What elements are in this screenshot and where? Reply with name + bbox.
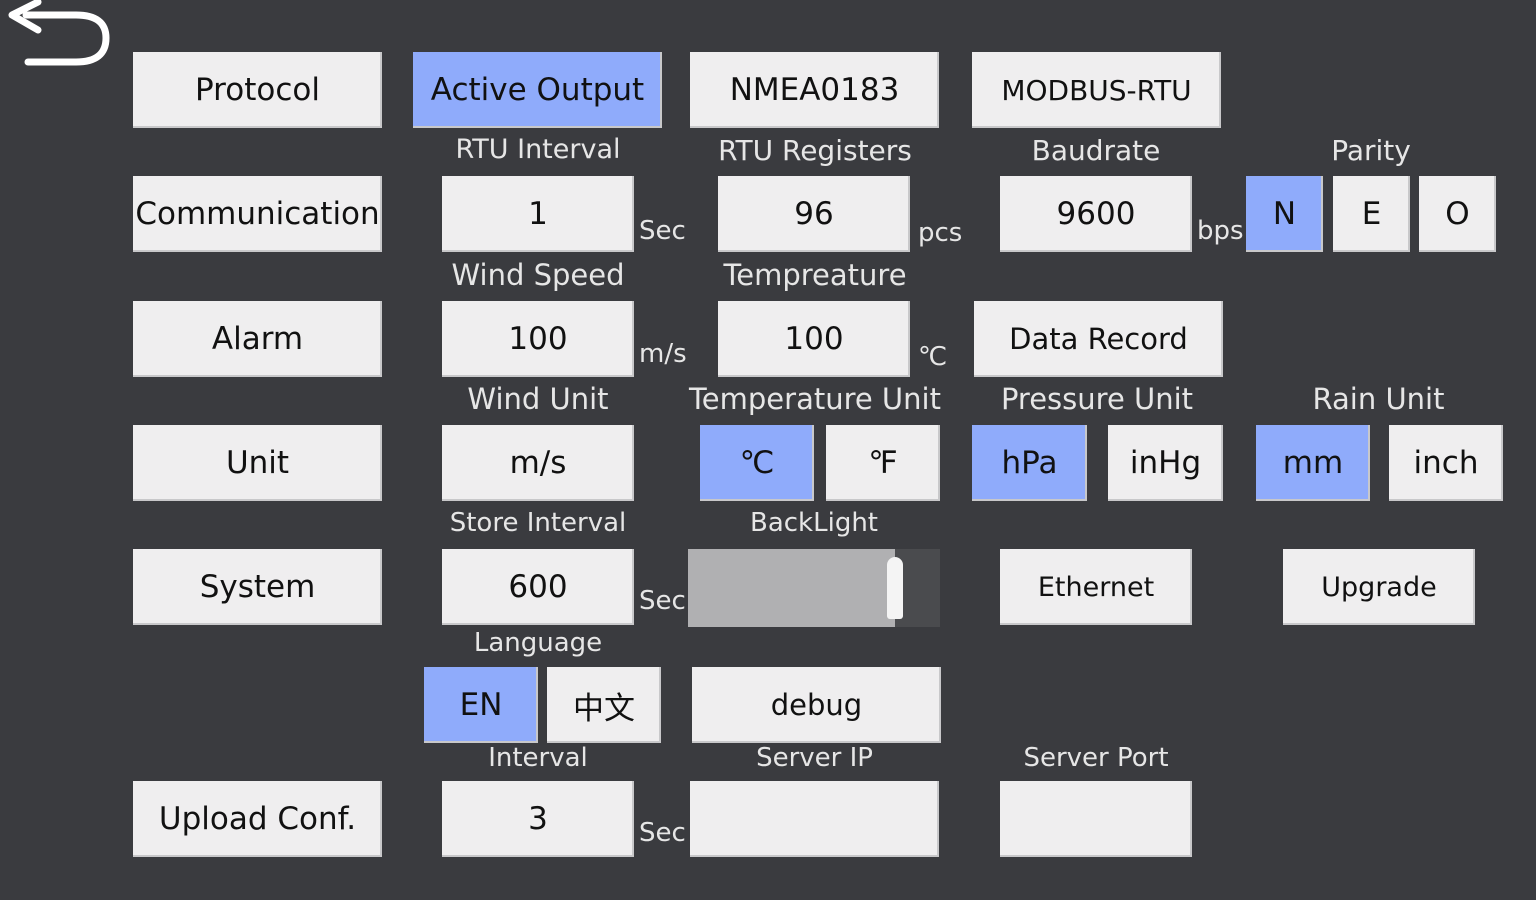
parity-label: Parity (1331, 134, 1411, 167)
wind-unit-label: Wind Unit (467, 382, 609, 416)
rtu-registers-unit: pcs (918, 218, 963, 248)
language-zh-button[interactable]: 中文 (547, 667, 661, 743)
backlight-thumb[interactable] (887, 557, 903, 619)
backlight-label: BackLight (749, 508, 878, 538)
communication-button[interactable]: Communication (133, 176, 382, 252)
wind-speed-input[interactable]: 100 (442, 301, 634, 377)
temperature-label: Tempreature (723, 258, 907, 292)
parity-o-button[interactable]: O (1419, 176, 1496, 252)
celsius-button[interactable]: ℃ (700, 425, 814, 501)
language-label: Language (473, 628, 603, 658)
upload-conf-button[interactable]: Upload Conf. (133, 781, 382, 857)
wind-speed-unit: m/s (639, 339, 687, 369)
wind-unit-select[interactable]: m/s (442, 425, 634, 501)
fahrenheit-button[interactable]: ℉ (826, 425, 940, 501)
inhg-button[interactable]: inHg (1108, 425, 1223, 501)
server-port-label: Server Port (1023, 743, 1169, 773)
parity-e-button[interactable]: E (1333, 176, 1410, 252)
server-port-input[interactable] (1000, 781, 1192, 857)
temperature-input[interactable]: 100 (718, 301, 910, 377)
back-button[interactable] (6, 0, 112, 70)
interval-label: Interval (488, 743, 588, 773)
store-interval-label: Store Interval (449, 508, 627, 538)
hpa-button[interactable]: hPa (972, 425, 1087, 501)
mm-button[interactable]: mm (1256, 425, 1370, 501)
wind-speed-label: Wind Speed (451, 258, 625, 292)
interval-unit: Sec (639, 818, 686, 848)
ethernet-button[interactable]: Ethernet (1000, 549, 1192, 625)
backlight-slider[interactable] (688, 549, 940, 627)
store-interval-input[interactable]: 600 (442, 549, 634, 625)
rtu-interval-unit: Sec (639, 216, 686, 246)
rtu-registers-input[interactable]: 96 (718, 176, 910, 252)
store-interval-unit: Sec (639, 586, 686, 616)
upgrade-button[interactable]: Upgrade (1283, 549, 1475, 625)
rain-unit-label: Rain Unit (1312, 382, 1445, 416)
baudrate-unit: bps (1197, 216, 1244, 246)
rtu-registers-label: RTU Registers (718, 134, 912, 167)
temperature-unit: ℃ (918, 342, 948, 372)
modbus-rtu-button[interactable]: MODBUS-RTU (972, 52, 1221, 128)
server-ip-input[interactable] (690, 781, 939, 857)
language-en-button[interactable]: EN (424, 667, 538, 743)
baudrate-input[interactable]: 9600 (1000, 176, 1192, 252)
pressure-unit-label: Pressure Unit (1000, 382, 1194, 416)
protocol-button[interactable]: Protocol (133, 52, 382, 128)
temperature-unit-label: Temperature Unit (689, 382, 941, 416)
alarm-button[interactable]: Alarm (133, 301, 382, 377)
debug-button[interactable]: debug (692, 667, 941, 743)
back-arrow-icon (8, 0, 110, 66)
backlight-fill (688, 549, 895, 627)
interval-input[interactable]: 3 (442, 781, 634, 857)
inch-button[interactable]: inch (1389, 425, 1503, 501)
rtu-interval-label: RTU Interval (455, 134, 621, 165)
unit-button[interactable]: Unit (133, 425, 382, 501)
server-ip-label: Server IP (756, 743, 873, 773)
rtu-interval-input[interactable]: 1 (442, 176, 634, 252)
data-record-button[interactable]: Data Record (974, 301, 1223, 377)
nmea0183-button[interactable]: NMEA0183 (690, 52, 939, 128)
baudrate-label: Baudrate (1031, 134, 1161, 167)
active-output-button[interactable]: Active Output (413, 52, 662, 128)
parity-n-button[interactable]: N (1246, 176, 1323, 252)
system-button[interactable]: System (133, 549, 382, 625)
